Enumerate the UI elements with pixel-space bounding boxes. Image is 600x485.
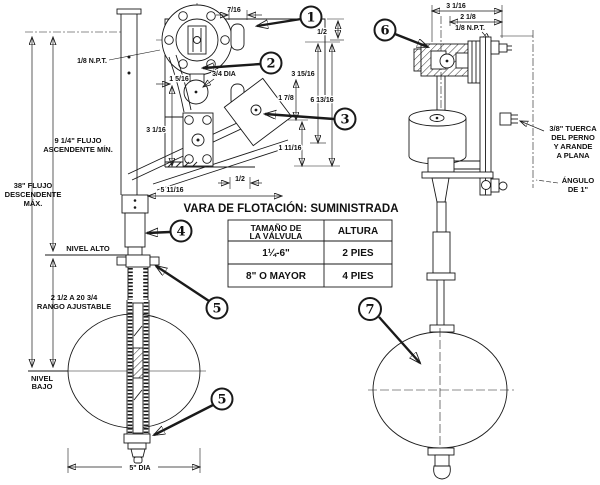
label-npt-right: 1/8 N.P.T.	[455, 25, 485, 32]
label-nivel-alto: NIVEL ALTO	[66, 244, 110, 253]
label-rango-line1: 2 1/2 A 20 3/4	[51, 293, 98, 302]
dim-1-5-16: 1 5/16	[169, 76, 189, 83]
label-flujo-ascendente-line2: ASCENDENTE MÍN.	[43, 145, 113, 154]
dim-6-13-16: 6 13/16	[310, 97, 333, 104]
callout-1: 1	[306, 11, 315, 26]
callout-3: 3	[340, 113, 349, 128]
label-tuerca-line1: 3/8" TUERCA	[549, 124, 597, 133]
callout-6-circle	[373, 18, 397, 42]
callouts: 1 2 3 4 5 5 6 7	[147, 5, 428, 437]
callout-4-circle	[169, 219, 193, 243]
dim-5-dia: 5" DIA	[129, 465, 150, 472]
label-flujo-ascendente-line1: 9 1/4" FLUJO	[55, 136, 102, 145]
dim-1-11-16: 1 11/16	[279, 145, 302, 152]
callout-5: 5	[212, 302, 221, 317]
table-row1-height: 2 PIES	[342, 248, 373, 259]
label-npt-left: 1/8 N.P.T.	[77, 58, 107, 65]
label-tuerca-line3: Y ARANDE	[554, 142, 593, 151]
float-rod-table: VARA DE FLOTACIÓN: SUMINISTRADA TAMAÑO D…	[183, 202, 399, 288]
label-nivel-bajo-line1: NIVEL	[31, 374, 54, 383]
label-nivel-bajo-line2: BAJO	[32, 382, 53, 391]
label-flujo-descendente-line2: DESCENDENTE	[5, 190, 62, 199]
table-row2-size: 8" O MAYOR	[246, 271, 307, 282]
left-view-dimensions: 7/16 1/2 3 15/16 1 7/8 1 11/16 6 13/16 3…	[76, 6, 344, 196]
table-header-col1-line1: TAMAÑO DE	[251, 223, 302, 233]
callout-4: 4	[176, 225, 185, 240]
dim-7-16: 7/16	[227, 7, 241, 14]
label-angulo-line2: DE 1"	[568, 185, 589, 194]
label-rango-line2: RANGO AJUSTABLE	[37, 302, 111, 311]
callout-3-circle	[333, 107, 357, 131]
dim-2-1-8: 2 1/8	[460, 14, 476, 21]
table-title: VARA DE FLOTACIÓN: SUMINISTRADA	[183, 202, 398, 215]
dim-3-15-16: 3 15/16	[291, 71, 314, 78]
table-row1-size: 1¼-6"	[262, 248, 290, 259]
callout-5b-circle	[210, 387, 234, 411]
dim-1-2-bottom: 1/2	[235, 176, 245, 183]
callout-2-circle	[259, 51, 283, 75]
label-tuerca-line2: DEL PERNO	[551, 133, 595, 142]
label-tuerca-line4: A PLANA	[556, 151, 590, 160]
callout-7-circle	[358, 297, 382, 321]
callout-5b: 5	[217, 393, 226, 408]
table-row2-height: 4 PIES	[342, 271, 373, 282]
right-float-ball	[368, 328, 514, 480]
callout-5-circle	[205, 296, 229, 320]
dim-5-11-16: 5 11/16	[161, 187, 184, 194]
dim-1-7-8: 1 7/8	[278, 95, 294, 102]
table-header-col2: ALTURA	[338, 226, 378, 237]
left-view-valve-assembly	[116, 3, 326, 300]
dim-3-1-16-left: 3 1/16	[146, 127, 166, 134]
right-view-side-assembly: 3 1/16 2 1/8 1/8 N.P.T.	[408, 2, 597, 333]
table-header-col1-line2: LA VÁLVULA	[250, 231, 303, 241]
callout-1-circle	[299, 5, 323, 29]
left-dimension-lines: 9 1/4" FLUJO ASCENDENTE MÍN. 38" FLUJO D…	[5, 31, 128, 391]
dim-3-4-dia: 3/4 DIA	[212, 71, 236, 78]
callout-6: 6	[380, 24, 389, 39]
label-flujo-descendente-line3: MÁX.	[24, 199, 43, 208]
callout-2: 2	[266, 57, 275, 72]
label-flujo-descendente-line1: 38" FLUJO	[14, 181, 53, 190]
dim-3-1-16-right: 3 1/16	[446, 3, 466, 10]
label-angulo-line1: ÁNGULO	[562, 176, 595, 185]
callout-7: 7	[365, 303, 374, 318]
dim-1-2-top: 1/2	[317, 29, 327, 36]
left-float-ball: 5" DIA	[64, 300, 206, 473]
